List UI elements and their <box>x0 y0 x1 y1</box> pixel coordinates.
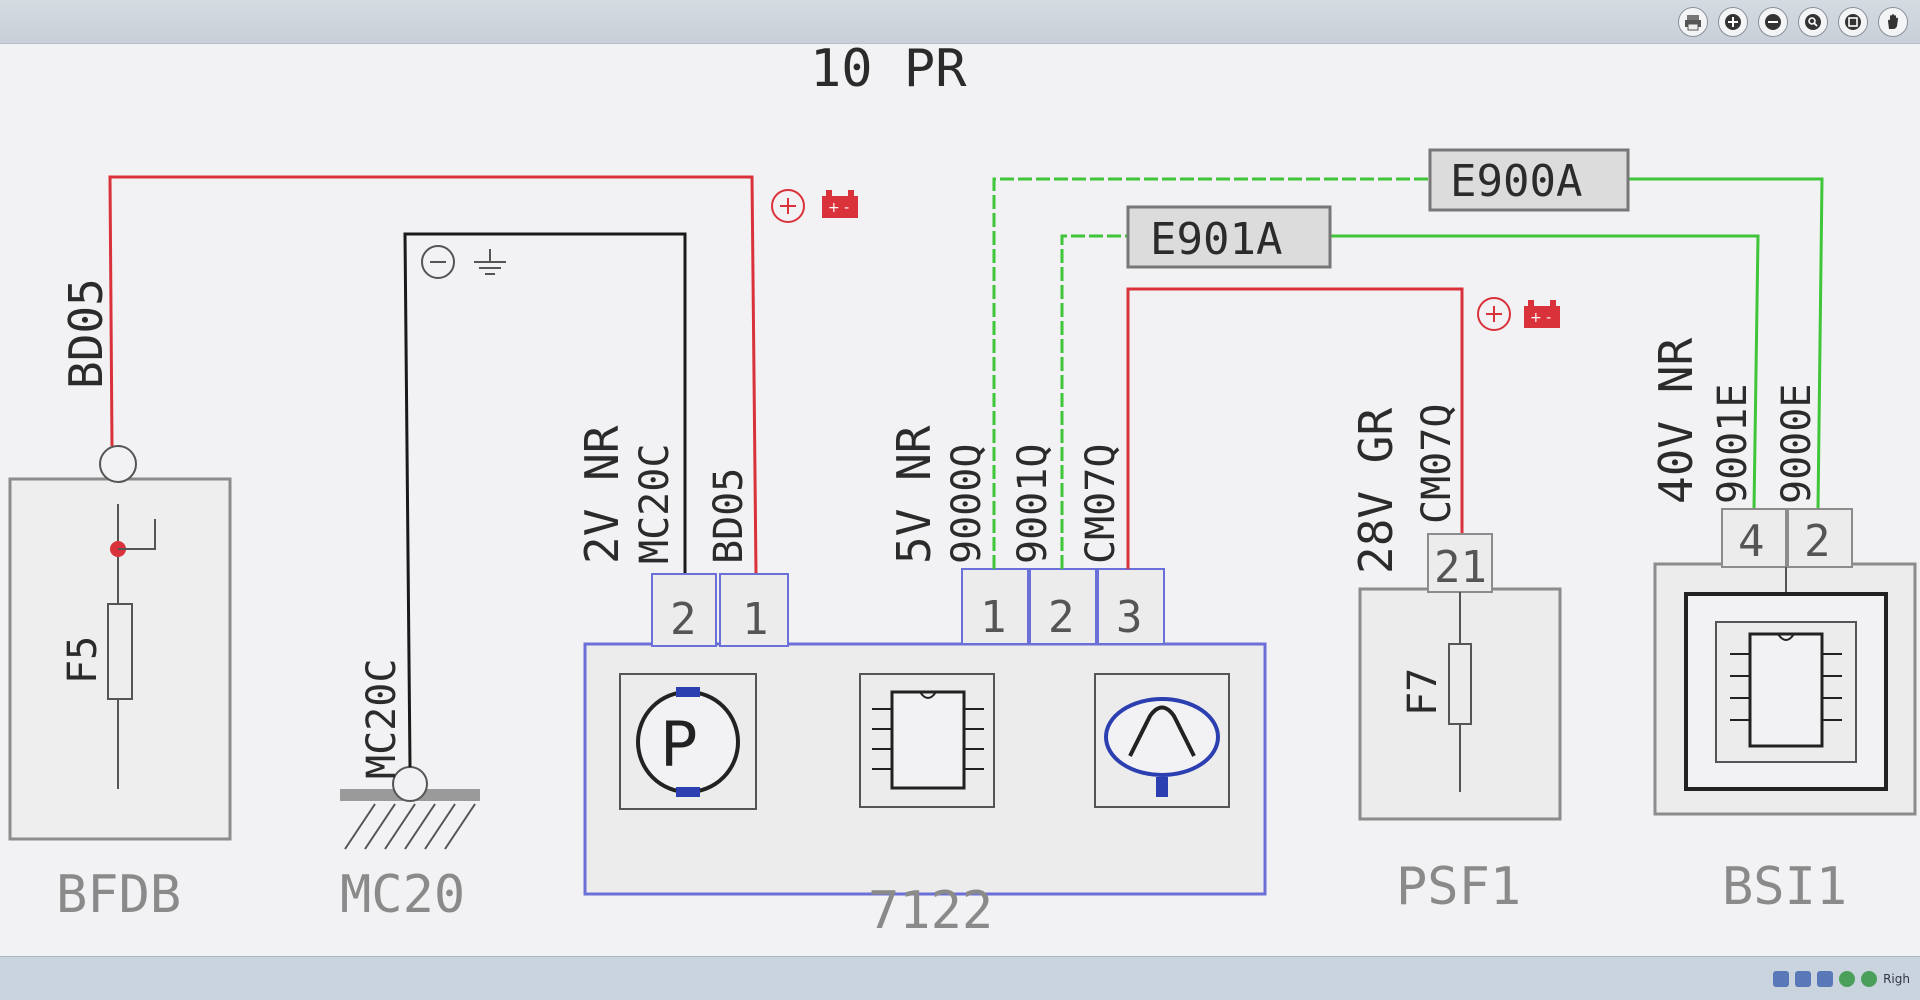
can-wire-9000e <box>1628 177 1824 510</box>
wire-label-9000q: 9000Q <box>944 444 990 564</box>
bus-label-e901a: E901A <box>1150 214 1282 265</box>
network-icon[interactable] <box>1773 970 1790 987</box>
pressure-sensor-icon <box>1104 697 1220 797</box>
wire-label-bd05-left: BD05 <box>59 278 113 389</box>
search-icon[interactable] <box>1798 6 1828 37</box>
component-bfdb[interactable]: F5 BFDB <box>8 445 232 925</box>
wire-label-9000e: 9000E <box>1774 384 1820 504</box>
svg-text:+ -: + - <box>1530 310 1551 326</box>
ground-wire <box>403 232 687 768</box>
wire-label-mc20c-left: MC20C <box>359 659 405 779</box>
mc20-name: MC20 <box>340 865 465 925</box>
component-mc20[interactable]: MC20 <box>340 766 480 925</box>
svg-text:+ -: + - <box>828 200 849 216</box>
hand-pan-icon[interactable] <box>1878 6 1908 37</box>
pin-b-3: 3 <box>1116 592 1143 643</box>
bsi1-pin-2: 2 <box>1804 516 1831 567</box>
pin-a-2: 1 <box>742 594 769 645</box>
bsi1-pin-1: 4 <box>1738 516 1765 567</box>
taskbar-text: Righ <box>1883 971 1910 986</box>
wire-label-cm07q-psf1: CM07Q <box>1414 404 1460 524</box>
fit-screen-icon[interactable] <box>1838 6 1868 37</box>
battery-plus-icon: + - <box>771 189 858 223</box>
wire-label-bd05: BD05 <box>706 468 752 564</box>
battery-plus-icon-2: + - <box>1477 297 1560 331</box>
power-wire-cm07q <box>1126 287 1464 569</box>
connector-40v-nr: 40V NR <box>1649 338 1703 504</box>
status-icon[interactable] <box>1861 970 1878 987</box>
ecu-chip-icon <box>872 690 984 790</box>
fuse-f5-label: F5 <box>60 636 106 684</box>
print-icon[interactable] <box>1678 6 1708 37</box>
diagram-title: 10 PR <box>810 44 967 99</box>
zoom-out-icon[interactable] <box>1758 6 1788 37</box>
ground-symbol-icon <box>421 245 506 279</box>
volume-icon[interactable] <box>1795 970 1812 987</box>
psf1-pin: 21 <box>1434 542 1487 593</box>
can-wire-9000 <box>992 177 1430 569</box>
bfdb-name: BFDB <box>56 865 181 925</box>
pin-b-1: 1 <box>980 592 1007 643</box>
zoom-in-icon[interactable] <box>1718 6 1748 37</box>
connector-terminal <box>99 445 137 483</box>
wire-label-mc20c: MC20C <box>632 444 678 564</box>
bus-label-e900a: E900A <box>1450 156 1582 207</box>
window-icon[interactable] <box>1817 970 1834 987</box>
viewer-toolbar <box>0 0 1920 44</box>
component-7122[interactable]: 2 1 1 2 3 P <box>583 568 1267 896</box>
can-wire-9001 <box>1060 234 1128 569</box>
wire-label-9001e: 9001E <box>1710 384 1756 504</box>
taskbar: Righ <box>0 956 1920 1000</box>
wire-label-cm07q: CM07Q <box>1078 444 1124 564</box>
bsi-chip-icon <box>1730 632 1842 748</box>
fuse-f7-symbol <box>1448 643 1472 725</box>
bus-label-e900a-box[interactable] <box>1428 148 1630 212</box>
connector-5v-nr: 5V NR <box>887 425 941 564</box>
m7122-name: 7122 <box>868 881 993 941</box>
wire-label-9001q: 9001Q <box>1010 444 1056 564</box>
fuse-f7-label: F7 <box>1400 668 1446 716</box>
globe-icon[interactable] <box>1839 970 1856 987</box>
can-wire-9001e <box>1330 234 1760 510</box>
bsi1-name: BSI1 <box>1722 857 1847 917</box>
pin-a-1: 2 <box>670 594 697 645</box>
pin-b-2: 2 <box>1048 592 1075 643</box>
pump-symbol-label: P <box>660 708 697 781</box>
component-psf1[interactable]: 21 F7 PSF1 <box>1358 533 1562 917</box>
fuse-f5-symbol <box>107 603 133 700</box>
connector-28v-gr: 28V GR <box>1349 408 1403 574</box>
component-bsi1[interactable]: 4 2 BSI1 <box>1653 508 1917 917</box>
psf1-name: PSF1 <box>1396 857 1521 917</box>
power-wire-bd05 <box>108 175 758 575</box>
bus-label-e901a-box[interactable] <box>1126 205 1332 269</box>
diagram-canvas[interactable]: 10 PR F5 BFDB BD05 <box>0 44 1920 956</box>
connector-2v-nr: 2V NR <box>575 425 629 564</box>
